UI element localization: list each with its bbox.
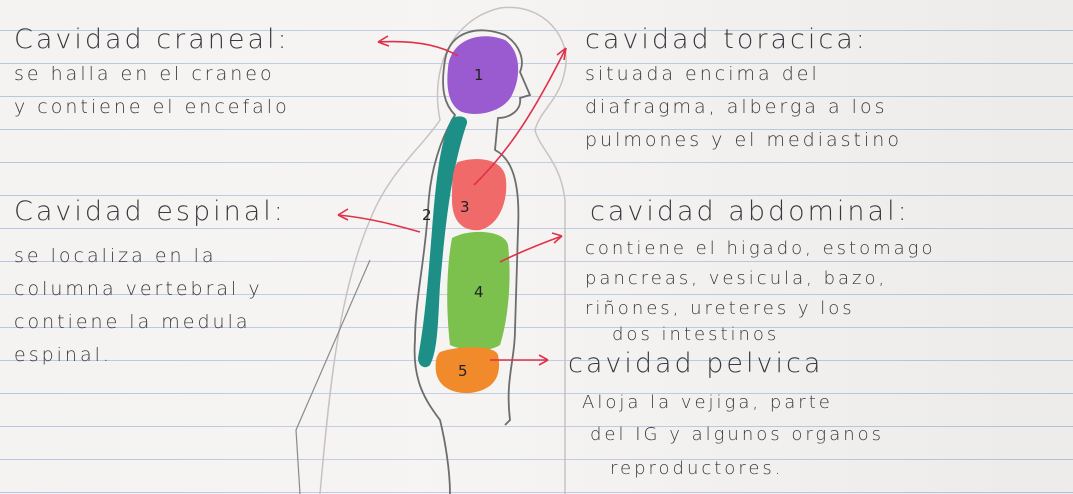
spinal-line-2: columna vertebral y bbox=[14, 273, 263, 306]
arrow-abdominal bbox=[500, 236, 562, 262]
pencil-stroke bbox=[296, 260, 370, 494]
abdominal-title: cavidad abdominal: bbox=[590, 196, 910, 227]
spinal-line-3: contiene la medula bbox=[14, 306, 251, 339]
cranial-line-2: y contiene el encefalo bbox=[14, 91, 290, 124]
thoracic-line-2: diafragma, alberga a los bbox=[585, 91, 887, 124]
abdominal-line-2: pancreas, vesicula, bazo, bbox=[585, 262, 887, 295]
abdominal-line-1: contiene el higado, estomago bbox=[585, 232, 935, 265]
pelvic-title: cavidad pelvica bbox=[568, 348, 823, 379]
label-5: 5 bbox=[458, 362, 468, 380]
abdominal-line-4: dos intestinos bbox=[612, 318, 779, 351]
label-3: 3 bbox=[460, 198, 470, 216]
spinal-line-4: espinal. bbox=[14, 339, 112, 372]
thoracic-line-3: pulmones y el mediastino bbox=[585, 124, 902, 157]
label-2: 2 bbox=[422, 206, 432, 224]
arrow-spinal bbox=[338, 215, 420, 232]
cranial-title: Cavidad craneal: bbox=[14, 24, 290, 55]
pelvic-line-1: Aloja la vejiga, parte bbox=[582, 386, 833, 419]
cranial-line-1: se halla en el craneo bbox=[14, 58, 275, 91]
spinal-line-1: se localiza en la bbox=[14, 240, 217, 273]
thoracic-cavity bbox=[452, 159, 506, 230]
label-4: 4 bbox=[474, 283, 484, 301]
label-1: 1 bbox=[474, 66, 484, 84]
thoracic-line-1: situada encima del bbox=[585, 58, 820, 91]
pelvic-line-2: del IG y algunos organos bbox=[590, 418, 884, 451]
spinal-title: Cavidad espinal: bbox=[14, 196, 286, 227]
thoracic-title: cavidad toracica: bbox=[585, 24, 868, 55]
pelvic-line-3: reproductores. bbox=[610, 452, 784, 485]
